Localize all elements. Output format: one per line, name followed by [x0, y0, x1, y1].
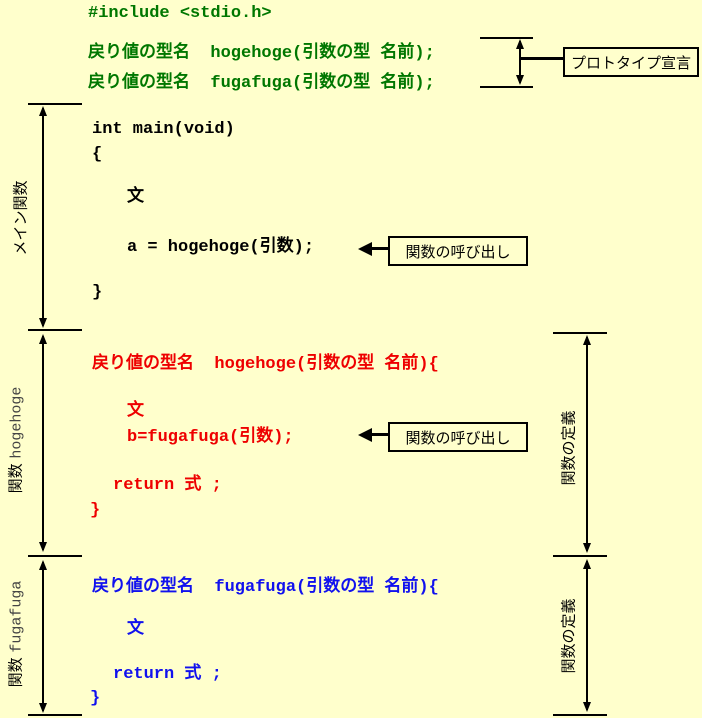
fugafuga-return-line: return 式 ; [113, 665, 222, 684]
hogehoge-side-label-name: hogehoge [8, 386, 26, 459]
main-signature: int main(void) [92, 120, 235, 139]
main-dim-tick-top [28, 103, 82, 105]
main-call-line: a = hogehoge(引数); [127, 238, 315, 257]
fugafuga-signature: 戻り値の型名 fugafuga(引数の型 名前){ [92, 578, 439, 597]
hogehoge-call-line: b=fugafuga(引数); [127, 428, 294, 447]
prototype-declaration-label: プロトタイプ宣言 [570, 53, 691, 72]
hogehoge-def-arrow [581, 335, 593, 553]
function-call-label-hogehoge: 関数の呼び出し [405, 428, 511, 447]
fugafuga-dim-arrow [37, 560, 49, 713]
fugafuga-def-arrow [581, 559, 593, 712]
fugafuga-dim-tick-bottom [28, 714, 82, 716]
hogehoge-dim-arrow [37, 334, 49, 552]
include-line: #include <stdio.h> [88, 4, 272, 23]
call-arrow-stub [368, 433, 388, 436]
prototype-fugafuga-line: 戻り値の型名 fugafuga(引数の型 名前); [88, 74, 435, 93]
hogehoge-close-brace: } [90, 501, 101, 520]
hogehoge-signature: 戻り値の型名 hogehoge(引数の型 名前){ [92, 355, 439, 374]
prototype-span-arrow [514, 39, 526, 85]
prototype-declaration-box: プロトタイプ宣言 [563, 47, 699, 77]
main-open-brace: { [92, 145, 103, 164]
call-arrow-icon [358, 428, 372, 442]
call-arrow-icon [358, 242, 372, 256]
hogehoge-side-label: 関数 hogehoge [5, 387, 26, 494]
hogehoge-def-label: 関数の定義 [559, 410, 578, 486]
fugafuga-close-brace: } [90, 689, 101, 708]
function-call-label-main: 関数の呼び出し [405, 242, 511, 261]
fugafuga-def-label: 関数の定義 [559, 598, 578, 674]
prototype-tick-top [480, 37, 533, 39]
prototype-hogehoge-line: 戻り値の型名 hogehoge(引数の型 名前); [88, 44, 435, 63]
fugafuga-side-label-name: fugafuga [8, 580, 26, 653]
function-call-box-hogehoge: 関数の呼び出し [388, 422, 528, 452]
prototype-connector-line [521, 57, 563, 60]
main-side-label: メイン関数 [11, 180, 30, 256]
hogehoge-side-label-jp: 関数 [6, 463, 25, 494]
function-call-box-main: 関数の呼び出し [388, 236, 528, 266]
fugafuga-def-tick-bottom [553, 714, 607, 716]
hogehoge-def-tick-bottom [553, 555, 607, 557]
fugafuga-side-label: 関数 fugafuga [5, 581, 26, 688]
call-arrow-stub [368, 247, 388, 250]
hogehoge-statement: 文 [127, 402, 144, 421]
fugafuga-statement: 文 [127, 620, 144, 639]
hogehoge-dim-tick-bottom [28, 555, 82, 557]
hogehoge-def-tick-top [553, 332, 607, 334]
prototype-tick-bottom [480, 86, 533, 88]
main-close-brace: } [92, 283, 103, 302]
main-dim-arrow [37, 106, 49, 328]
main-statement: 文 [127, 188, 144, 207]
fugafuga-side-label-jp: 関数 [6, 657, 25, 688]
hogehoge-return-line: return 式 ; [113, 476, 222, 495]
main-dim-tick-bottom [28, 329, 82, 331]
